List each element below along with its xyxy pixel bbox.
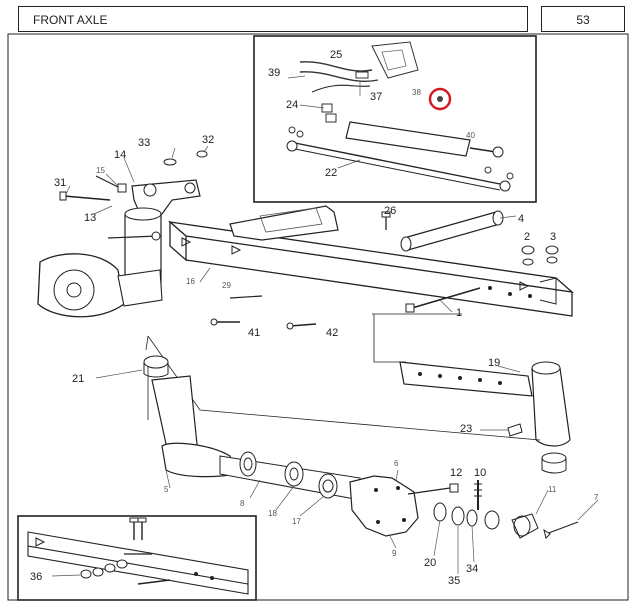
callout-label: 11 bbox=[548, 485, 557, 494]
callout-label: 7 bbox=[594, 493, 599, 502]
callout-label: 17 bbox=[292, 517, 301, 526]
callout-label: 16 bbox=[186, 277, 195, 286]
callout-label: 39 bbox=[268, 67, 280, 79]
callout-label: 3 bbox=[550, 231, 556, 243]
callout-label: 20 bbox=[424, 557, 436, 569]
callout-label: 14 bbox=[114, 149, 126, 161]
callout-label: 9 bbox=[392, 549, 397, 558]
callout-label: 38 bbox=[412, 88, 421, 97]
callout-label: 15 bbox=[96, 166, 105, 175]
hub-assembly bbox=[95, 355, 599, 574]
diagram-frame bbox=[7, 33, 629, 601]
callout-label: 31 bbox=[54, 177, 66, 189]
callout-label: 33 bbox=[138, 137, 150, 149]
callout-label: 6 bbox=[394, 459, 399, 468]
callout-label: 23 bbox=[460, 423, 472, 435]
callout-label: 37 bbox=[370, 91, 382, 103]
callout-label: 10 bbox=[474, 467, 486, 479]
callout-label: 42 bbox=[326, 327, 338, 339]
callout-label: 4 bbox=[518, 213, 524, 225]
steering-knuckle-assembly bbox=[37, 145, 209, 318]
callout-label: 35 bbox=[448, 575, 460, 587]
callout-label: 26 bbox=[384, 205, 396, 217]
callout-label: 2 bbox=[524, 231, 530, 243]
callout-label: 8 bbox=[240, 499, 245, 508]
callout-label: 41 bbox=[248, 327, 260, 339]
callout-label: 36 bbox=[30, 571, 42, 583]
small-pins bbox=[210, 295, 317, 330]
page-number: 53 bbox=[576, 13, 590, 27]
axle-beam bbox=[167, 205, 575, 317]
callout-label: 12 bbox=[450, 467, 462, 479]
callout-label: 5 bbox=[164, 485, 169, 494]
inset-steering-cylinder bbox=[253, 35, 537, 203]
highlight-circle bbox=[428, 87, 452, 111]
page-title: FRONT AXLE bbox=[33, 13, 108, 27]
mounting-bracket bbox=[373, 314, 571, 474]
callout-label: 19 bbox=[488, 357, 500, 369]
callout-label: 40 bbox=[466, 131, 475, 140]
header-title-box: FRONT AXLE bbox=[18, 6, 528, 32]
callout-label: 24 bbox=[286, 99, 298, 111]
callout-label: 13 bbox=[84, 212, 96, 224]
callout-label: 25 bbox=[330, 49, 342, 61]
callout-label: 1 bbox=[456, 307, 462, 319]
callout-label: 22 bbox=[325, 167, 337, 179]
callout-label: 29 bbox=[222, 281, 231, 290]
inset-axle-detail bbox=[17, 515, 257, 601]
callout-label: 32 bbox=[202, 134, 214, 146]
callout-label: 21 bbox=[72, 373, 84, 385]
callout-label: 18 bbox=[268, 509, 277, 518]
page-number-box: 53 bbox=[541, 6, 625, 32]
callout-label: 34 bbox=[466, 563, 478, 575]
